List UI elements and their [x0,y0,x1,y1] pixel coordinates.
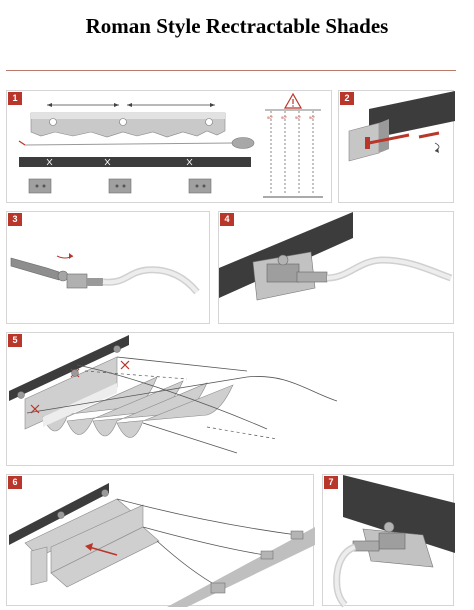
cable-icon [326,256,453,282]
step-5-illustration [9,335,338,454]
measure-arrow-icon [47,103,215,107]
step-3-badge: 3 [8,213,22,226]
pull-arrow-icon [85,543,118,556]
step-5-badge: 5 [8,334,22,347]
screw-icon [365,131,440,149]
page-title: Roman Style Rectractable Shades [85,14,389,38]
cable-icon [102,266,200,295]
step-7-illustration [333,475,455,608]
step-6-illustration [9,483,315,607]
step-3-illustration [10,253,200,295]
step-3-panel: 3 [6,211,210,324]
step-6-panel: 6 [6,474,315,607]
step-2-illustration [348,91,455,162]
title-divider [6,70,456,71]
step-2-panel: 2 [338,90,455,203]
step-4-illustration [219,212,453,301]
cable-icon [333,543,357,608]
step-1-panel: 1 [6,90,332,203]
rotate-arrow-icon [56,253,74,259]
svg-text:90°: 90° [267,115,273,120]
step-7-badge: 7 [324,476,338,489]
step-7-panel: 7 [322,474,455,608]
svg-text:90°: 90° [281,115,287,120]
step-4-panel: 4 [218,211,454,324]
svg-text:90°: 90° [309,115,315,120]
step-5-panel: 5 [6,332,454,466]
step-1-illustration: 90° 90° 90° 90° [18,92,323,198]
warning-icon [283,92,303,109]
step-4-badge: 4 [220,213,234,226]
step-2-badge: 2 [340,92,354,105]
svg-text:90°: 90° [295,115,301,120]
step-1-badge: 1 [8,92,22,105]
step-6-badge: 6 [8,476,22,489]
rotate-arrow-icon [434,142,440,153]
